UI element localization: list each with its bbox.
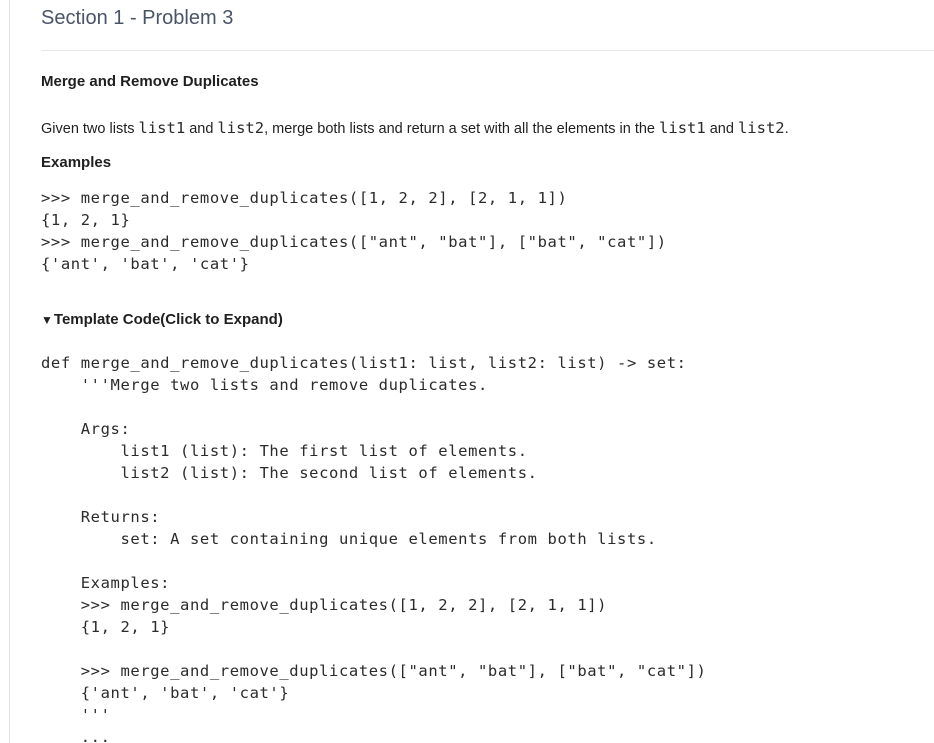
page-title: Section 1 - Problem 3: [41, 7, 234, 29]
description-text: .: [784, 121, 789, 137]
description-text: and: [185, 121, 218, 137]
template-code-toggle[interactable]: ▼Template Code(Click to Expand): [41, 311, 283, 329]
description-text: , merge both lists and return a set with…: [264, 121, 660, 137]
problem-description: Given two lists list1 and list2, merge b…: [41, 117, 789, 140]
title-divider: [41, 50, 934, 51]
inline-code-list1: list1: [659, 119, 706, 137]
description-text: Given two lists: [41, 121, 139, 137]
inline-code-list1: list1: [138, 119, 186, 137]
template-toggle-label: Template Code(Click to Expand): [53, 311, 283, 328]
problem-heading: Merge and Remove Duplicates: [41, 73, 259, 90]
inline-code-list2: list2: [217, 119, 265, 137]
left-border: [9, 0, 10, 743]
template-code-block[interactable]: def merge_and_remove_duplicates(list1: l…: [41, 354, 707, 743]
inline-code-list2: list2: [737, 119, 785, 137]
description-text: and: [705, 121, 738, 137]
examples-code-block: >>> merge_and_remove_duplicates([1, 2, 2…: [41, 189, 667, 273]
expand-triangle-icon: ▼: [41, 313, 53, 327]
examples-heading: Examples: [41, 154, 112, 171]
